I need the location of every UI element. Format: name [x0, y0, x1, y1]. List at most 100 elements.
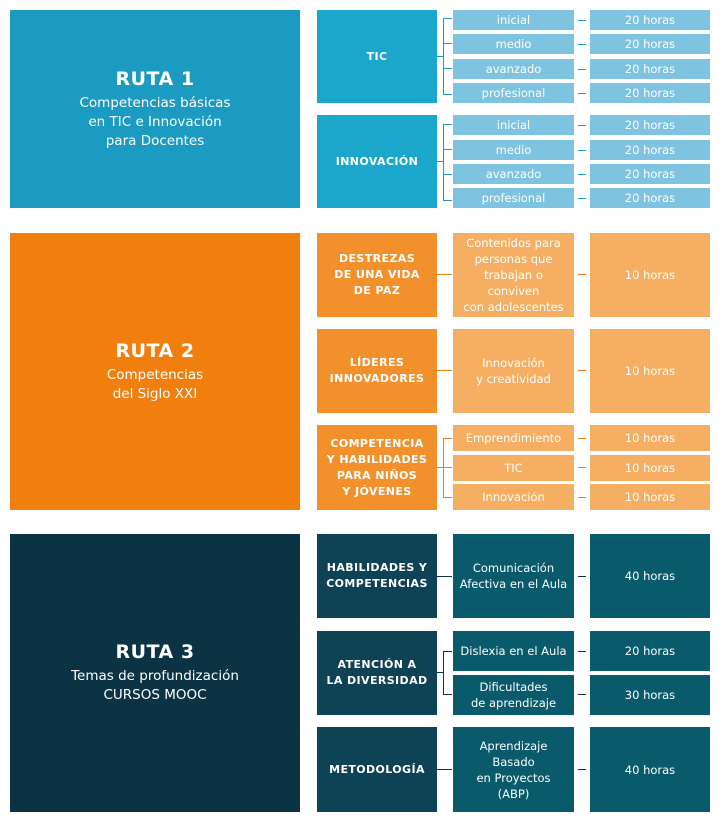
- level-name: profesional: [481, 86, 546, 100]
- ruta-1-subtitle: Competencias básicas en TIC e Innovación…: [79, 94, 231, 149]
- connector: [578, 694, 586, 695]
- ruta-3-category-habilidades: HABILIDADES Y COMPETENCIAS: [317, 534, 437, 618]
- level-cell: medio: [453, 34, 574, 54]
- hours-cell: 20 horas: [590, 188, 710, 208]
- course-cell: Aprendizaje Basado en Proyectos (ABP): [453, 727, 574, 812]
- ruta-1-category-tic: TIC: [317, 10, 437, 103]
- level-name: avanzado: [485, 167, 542, 181]
- connector: [578, 69, 586, 70]
- course-name: Aprendizaje Basado en Proyectos (ABP): [476, 738, 551, 801]
- level-name: inicial: [496, 13, 531, 27]
- hours-cell: 10 horas: [590, 233, 710, 317]
- bracket-stem: [437, 56, 443, 57]
- level-cell: inicial: [453, 10, 574, 30]
- hours-value: 10 horas: [624, 431, 676, 445]
- hours-value: 40 horas: [624, 762, 676, 777]
- ruta-2-box: RUTA 2 Competencias del Siglo XXI: [10, 233, 300, 510]
- connector: [578, 125, 586, 126]
- connector: [578, 274, 586, 275]
- ruta-1-box: RUTA 1 Competencias básicas en TIC e Inn…: [10, 10, 300, 208]
- bracket-tick: [443, 124, 452, 125]
- hours-value: 20 horas: [624, 644, 676, 658]
- hours-value: 30 horas: [624, 688, 676, 702]
- course-name: Comunicación Afectiva en el Aula: [459, 561, 568, 591]
- bracket-tick: [443, 43, 452, 44]
- hours-value: 20 horas: [624, 143, 676, 157]
- course-name: Dislexia en el Aula: [460, 644, 567, 658]
- hours-value: 40 horas: [624, 569, 676, 583]
- level-name: inicial: [496, 118, 531, 132]
- course-cell: Dificultades de aprendizaje: [453, 675, 574, 715]
- ruta-2-subtitle: Competencias del Siglo XXI: [106, 366, 204, 402]
- hours-cell: 20 horas: [590, 164, 710, 184]
- bracket-line: [443, 18, 444, 95]
- course-name: Innovación: [482, 490, 545, 504]
- connector: [578, 20, 586, 21]
- connector: [578, 93, 586, 94]
- ruta-3-subtitle: Temas de profundización CURSOS MOOC: [71, 668, 239, 703]
- course-cell: Contenidos para personas que trabajan o …: [453, 233, 574, 317]
- course-cell: Innovación: [453, 484, 574, 510]
- connector: [578, 438, 586, 439]
- hours-value: 10 horas: [624, 364, 676, 378]
- bracket-line: [443, 124, 444, 201]
- bracket-line: [443, 438, 444, 498]
- hours-value: 20 horas: [624, 37, 676, 51]
- hours-value: 20 horas: [624, 86, 676, 100]
- level-cell: inicial: [453, 115, 574, 135]
- bracket-stem: [437, 161, 443, 162]
- level-name: profesional: [481, 191, 546, 205]
- category-label: HABILIDADES Y COMPETENCIAS: [326, 561, 428, 590]
- bracket-tick: [443, 651, 452, 652]
- ruta-1-title: RUTA 1: [115, 67, 195, 90]
- bracket-tick: [443, 18, 452, 19]
- connector: [578, 497, 586, 498]
- bracket-tick: [443, 694, 452, 695]
- connector: [437, 576, 452, 577]
- bracket-tick: [443, 497, 452, 498]
- course-name: Emprendimiento: [465, 431, 562, 445]
- connector: [578, 44, 586, 45]
- category-label: COMPETENCIA Y HABILIDADES PARA NIÑOS Y J…: [326, 436, 428, 498]
- course-name: Innovación y creatividad: [476, 356, 551, 386]
- hours-cell: 20 horas: [590, 140, 710, 160]
- connector: [578, 769, 586, 770]
- bracket-tick: [443, 94, 452, 95]
- ruta-3-box: RUTA 3 Temas de profundización CURSOS MO…: [10, 534, 300, 812]
- hours-cell: 40 horas: [590, 534, 710, 618]
- course-name: Dificultades de aprendizaje: [470, 680, 557, 710]
- connector: [578, 576, 586, 577]
- hours-cell: 20 horas: [590, 631, 710, 671]
- category-label: ATENCIÓN A LA DIVERSIDAD: [326, 658, 428, 687]
- category-label: TIC: [366, 49, 388, 63]
- hours-value: 20 horas: [624, 118, 676, 132]
- course-cell: Dislexia en el Aula: [453, 631, 574, 671]
- level-cell: profesional: [453, 83, 574, 103]
- hours-cell: 20 horas: [590, 59, 710, 79]
- bracket-stem: [437, 467, 443, 468]
- bracket-tick: [443, 174, 452, 175]
- category-label: DESTREZAS DE UNA VIDA DE PAZ: [334, 252, 420, 297]
- bracket-line: [443, 651, 444, 695]
- connector: [578, 174, 586, 175]
- category-label: INNOVACIÓN: [335, 154, 419, 168]
- hours-cell: 10 horas: [590, 425, 710, 451]
- level-name: medio: [495, 37, 532, 51]
- bracket-tick: [443, 200, 452, 201]
- bracket-tick: [443, 68, 452, 69]
- course-name: TIC: [504, 461, 523, 475]
- connector: [578, 150, 586, 151]
- bracket-stem: [437, 672, 443, 673]
- course-cell: Innovación y creatividad: [453, 329, 574, 413]
- level-cell: avanzado: [453, 59, 574, 79]
- bracket-tick: [443, 467, 452, 468]
- ruta-2-category-competencia: COMPETENCIA Y HABILIDADES PARA NIÑOS Y J…: [317, 425, 437, 510]
- ruta-2-title: RUTA 2: [115, 339, 195, 362]
- ruta-2-category-lideres: LÍDERES INNOVADORES: [317, 329, 437, 413]
- hours-value: 10 horas: [624, 490, 676, 504]
- level-name: avanzado: [485, 62, 542, 76]
- connector: [578, 651, 586, 652]
- connector: [437, 769, 452, 770]
- level-cell: medio: [453, 140, 574, 160]
- course-cell: Emprendimiento: [453, 425, 574, 451]
